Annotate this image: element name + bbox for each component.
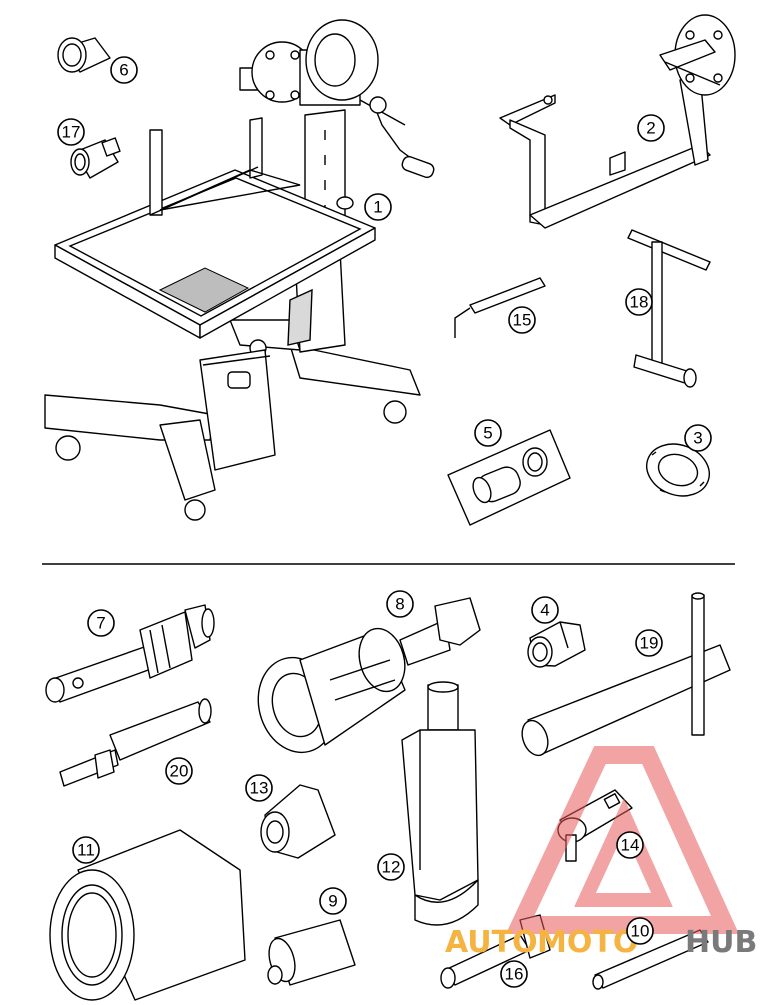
callout-6: 6 — [110, 56, 138, 84]
part-t-handle — [627, 229, 711, 388]
callout-10-label: 10 — [631, 922, 650, 941]
part-puller — [45, 604, 215, 703]
callout-11: 11 — [72, 836, 100, 864]
callout-17: 17 — [57, 118, 85, 146]
part-engine-stand — [44, 19, 435, 521]
callout-7-label: 7 — [96, 614, 105, 633]
watermark-logo: AUTO MOTO HUB — [445, 746, 757, 960]
part-cone — [260, 784, 336, 859]
part-sleeve — [57, 37, 111, 73]
callout-11-label: 11 — [77, 841, 95, 860]
part-rod — [454, 277, 546, 338]
part-bearing-kit — [447, 429, 571, 526]
part-large-sleeve — [49, 829, 246, 1001]
callout-8-label: 8 — [395, 595, 404, 614]
callout-2: 2 — [637, 114, 665, 142]
part-ring-nut — [646, 443, 710, 497]
part-bearing-puller — [257, 597, 481, 754]
callout-1: 1 — [364, 193, 392, 221]
watermark-text-moto: MOTO — [537, 925, 638, 960]
watermark-inner-triangle-icon — [574, 798, 673, 907]
part-pin — [592, 929, 709, 990]
callout-19-label: 19 — [640, 634, 659, 653]
callout-3: 3 — [684, 424, 712, 452]
watermark-text-hub: HUB — [685, 925, 757, 960]
callout-12: 12 — [377, 853, 405, 881]
callout-4-label: 4 — [540, 601, 549, 620]
watermark-text-auto: AUTO — [445, 925, 538, 960]
callout-1-label: 1 — [373, 198, 382, 217]
callout-15: 15 — [508, 306, 536, 334]
callout-5-label: 5 — [483, 424, 492, 443]
callout-18: 18 — [625, 288, 653, 316]
part-adapter-nut — [70, 137, 121, 179]
callout-7: 7 — [87, 609, 115, 637]
callout-20-label: 20 — [170, 762, 189, 781]
callout-13: 13 — [245, 774, 273, 802]
part-shaft — [59, 698, 212, 787]
callout-20: 20 — [165, 757, 193, 785]
part-adapter — [267, 919, 356, 986]
callout-3-label: 3 — [693, 429, 702, 448]
watermark-triangle-icon — [505, 746, 739, 934]
callout-5: 5 — [474, 419, 502, 447]
callout-9-label: 9 — [328, 892, 337, 911]
callout-16-label: 16 — [505, 965, 524, 984]
callout-14-label: 14 — [621, 836, 640, 855]
callout-15-label: 15 — [513, 311, 532, 330]
part-mounting-bracket — [499, 14, 736, 229]
callout-12-label: 12 — [382, 858, 401, 877]
callout-4: 4 — [531, 596, 559, 624]
callout-8: 8 — [386, 590, 414, 618]
callout-18-label: 18 — [630, 293, 649, 312]
part-cone-bushing — [527, 621, 586, 668]
callout-10: 10 — [626, 917, 654, 945]
callout-6-label: 6 — [119, 61, 128, 80]
part-t-bar-tool — [521, 592, 731, 757]
callout-19: 19 — [635, 629, 663, 657]
part-press-tool — [401, 681, 479, 926]
callout-14: 14 — [616, 831, 644, 859]
callout-17-label: 17 — [62, 123, 81, 142]
callout-13-label: 13 — [250, 779, 269, 798]
callout-16: 16 — [500, 960, 528, 988]
callout-9: 9 — [319, 887, 347, 915]
callout-2-label: 2 — [646, 119, 655, 138]
